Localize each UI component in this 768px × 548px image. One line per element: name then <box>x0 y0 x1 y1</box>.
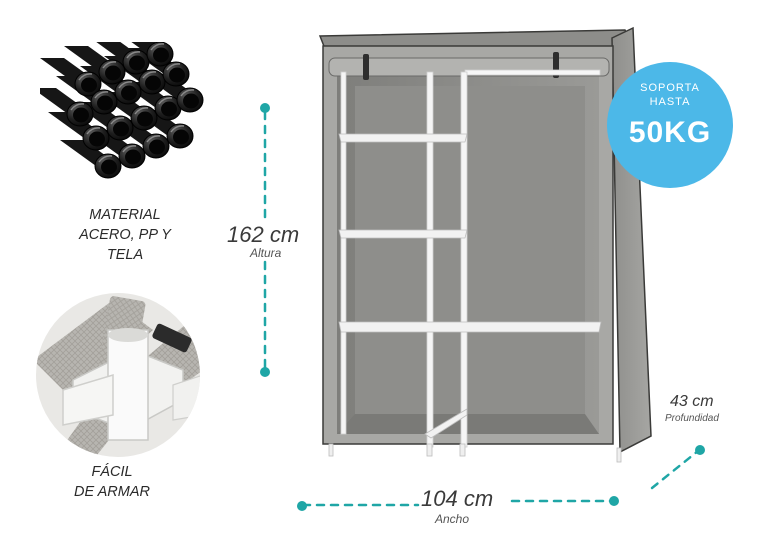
steel-tubes-image <box>40 42 204 179</box>
badge-line-2: HASTA <box>649 96 691 108</box>
width-label: Ancho <box>435 512 470 526</box>
height-value: 162 cm <box>227 222 300 247</box>
material-label: MATERIAL ACERO, PP Y TELA <box>60 205 190 265</box>
material-line-3: TELA <box>106 247 144 263</box>
height-guide-dot-top <box>260 103 270 113</box>
depth-guide <box>650 449 700 490</box>
plastic-joint-image <box>36 293 200 457</box>
height-guide-dot-bottom <box>260 367 270 377</box>
load-capacity-badge: SOPORTA HASTA 50KG <box>607 62 733 188</box>
material-line-1: MATERIAL <box>89 207 161 223</box>
height-label: Altura <box>250 246 282 260</box>
badge-value: 50KG <box>628 116 712 149</box>
assembly-line-1: FÁCIL <box>91 464 133 480</box>
material-line-2: ACERO, PP Y <box>79 227 171 243</box>
badge-line-1: SOPORTA <box>640 82 700 94</box>
depth-guide-dot <box>695 445 705 455</box>
assembly-line-2: DE ARMAR <box>74 484 150 500</box>
width-value: 104 cm <box>421 486 494 511</box>
depth-value: 43 cm <box>670 393 714 410</box>
assembly-label: FÁCIL DE ARMAR <box>62 462 162 502</box>
width-guide-dot-right <box>609 496 619 506</box>
width-guide-dot-left <box>297 501 307 511</box>
depth-label: Profundidad <box>665 413 719 424</box>
wardrobe-image <box>318 26 652 463</box>
